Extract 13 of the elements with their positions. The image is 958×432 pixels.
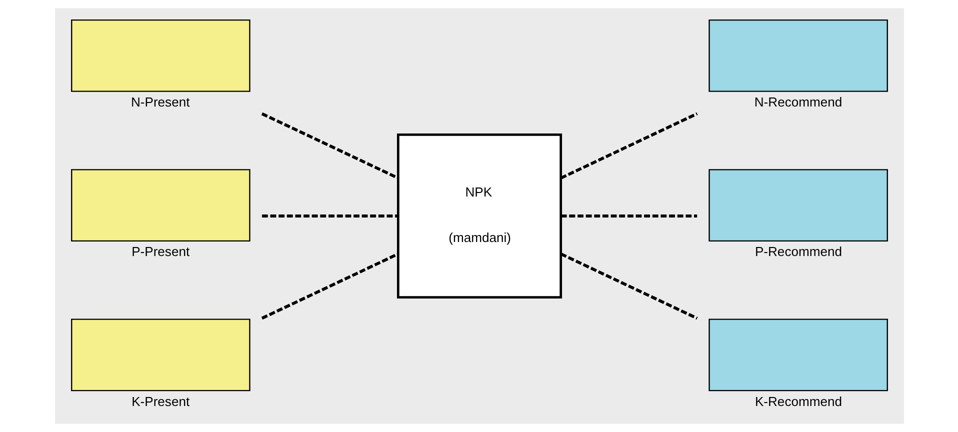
node-label: N-Recommend	[754, 94, 842, 110]
connector	[560, 112, 698, 180]
connector	[262, 214, 398, 218]
node-label: P-Recommend	[754, 244, 842, 260]
node-box: NPK (mamdani)	[396, 133, 562, 299]
connector	[560, 252, 698, 320]
connector	[560, 214, 697, 218]
node-label: K-Present	[131, 394, 190, 409]
node-label: K-Recommend	[754, 394, 842, 409]
connector	[260, 252, 398, 320]
node-label: N-Present	[130, 94, 190, 110]
node-label: P-Present	[131, 244, 190, 260]
connector	[260, 112, 398, 180]
